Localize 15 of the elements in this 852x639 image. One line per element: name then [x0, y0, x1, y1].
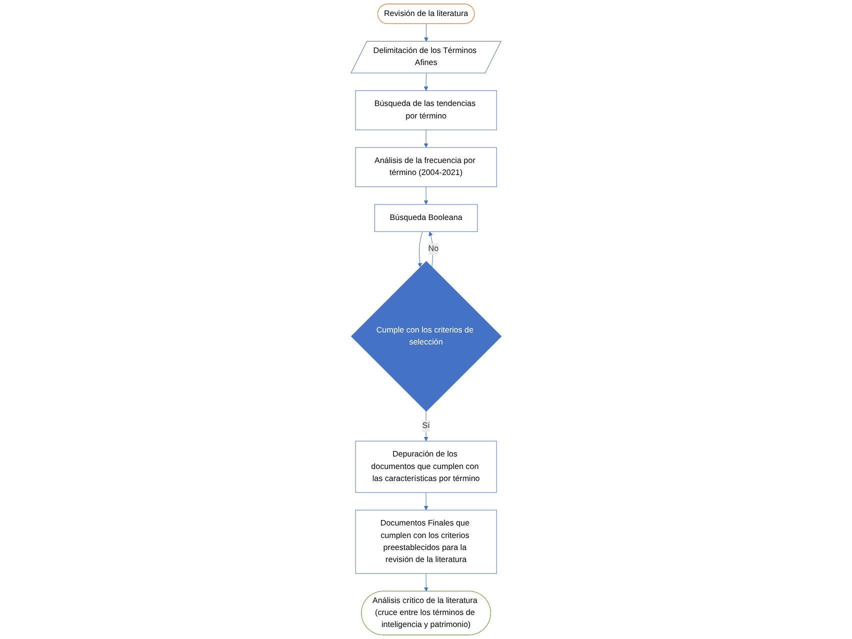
arrow [424, 492, 428, 510]
arrow [424, 573, 428, 592]
node-box: Búsqueda Booleana [374, 204, 478, 232]
arrow [424, 24, 428, 42]
node-box: Depuración de los documentos que cumplen con las características por término [355, 440, 497, 493]
node-diamond: Cumple con los criterios de selección [350, 260, 502, 412]
node-box: Búsqueda de las tendencias por término [355, 90, 497, 130]
edge-label: No [428, 244, 438, 254]
arrow [424, 130, 428, 148]
arrow [417, 231, 422, 268]
arrow [424, 73, 428, 91]
arrow [424, 186, 428, 205]
node-box: Análisis de la frecuencia por término (2004-2021) [355, 147, 497, 188]
node-box: Documentos Finales que cumplen con los criterios preestablecidos para la revisión de la literatura [355, 510, 497, 574]
edge-label: Sí [422, 422, 430, 430]
